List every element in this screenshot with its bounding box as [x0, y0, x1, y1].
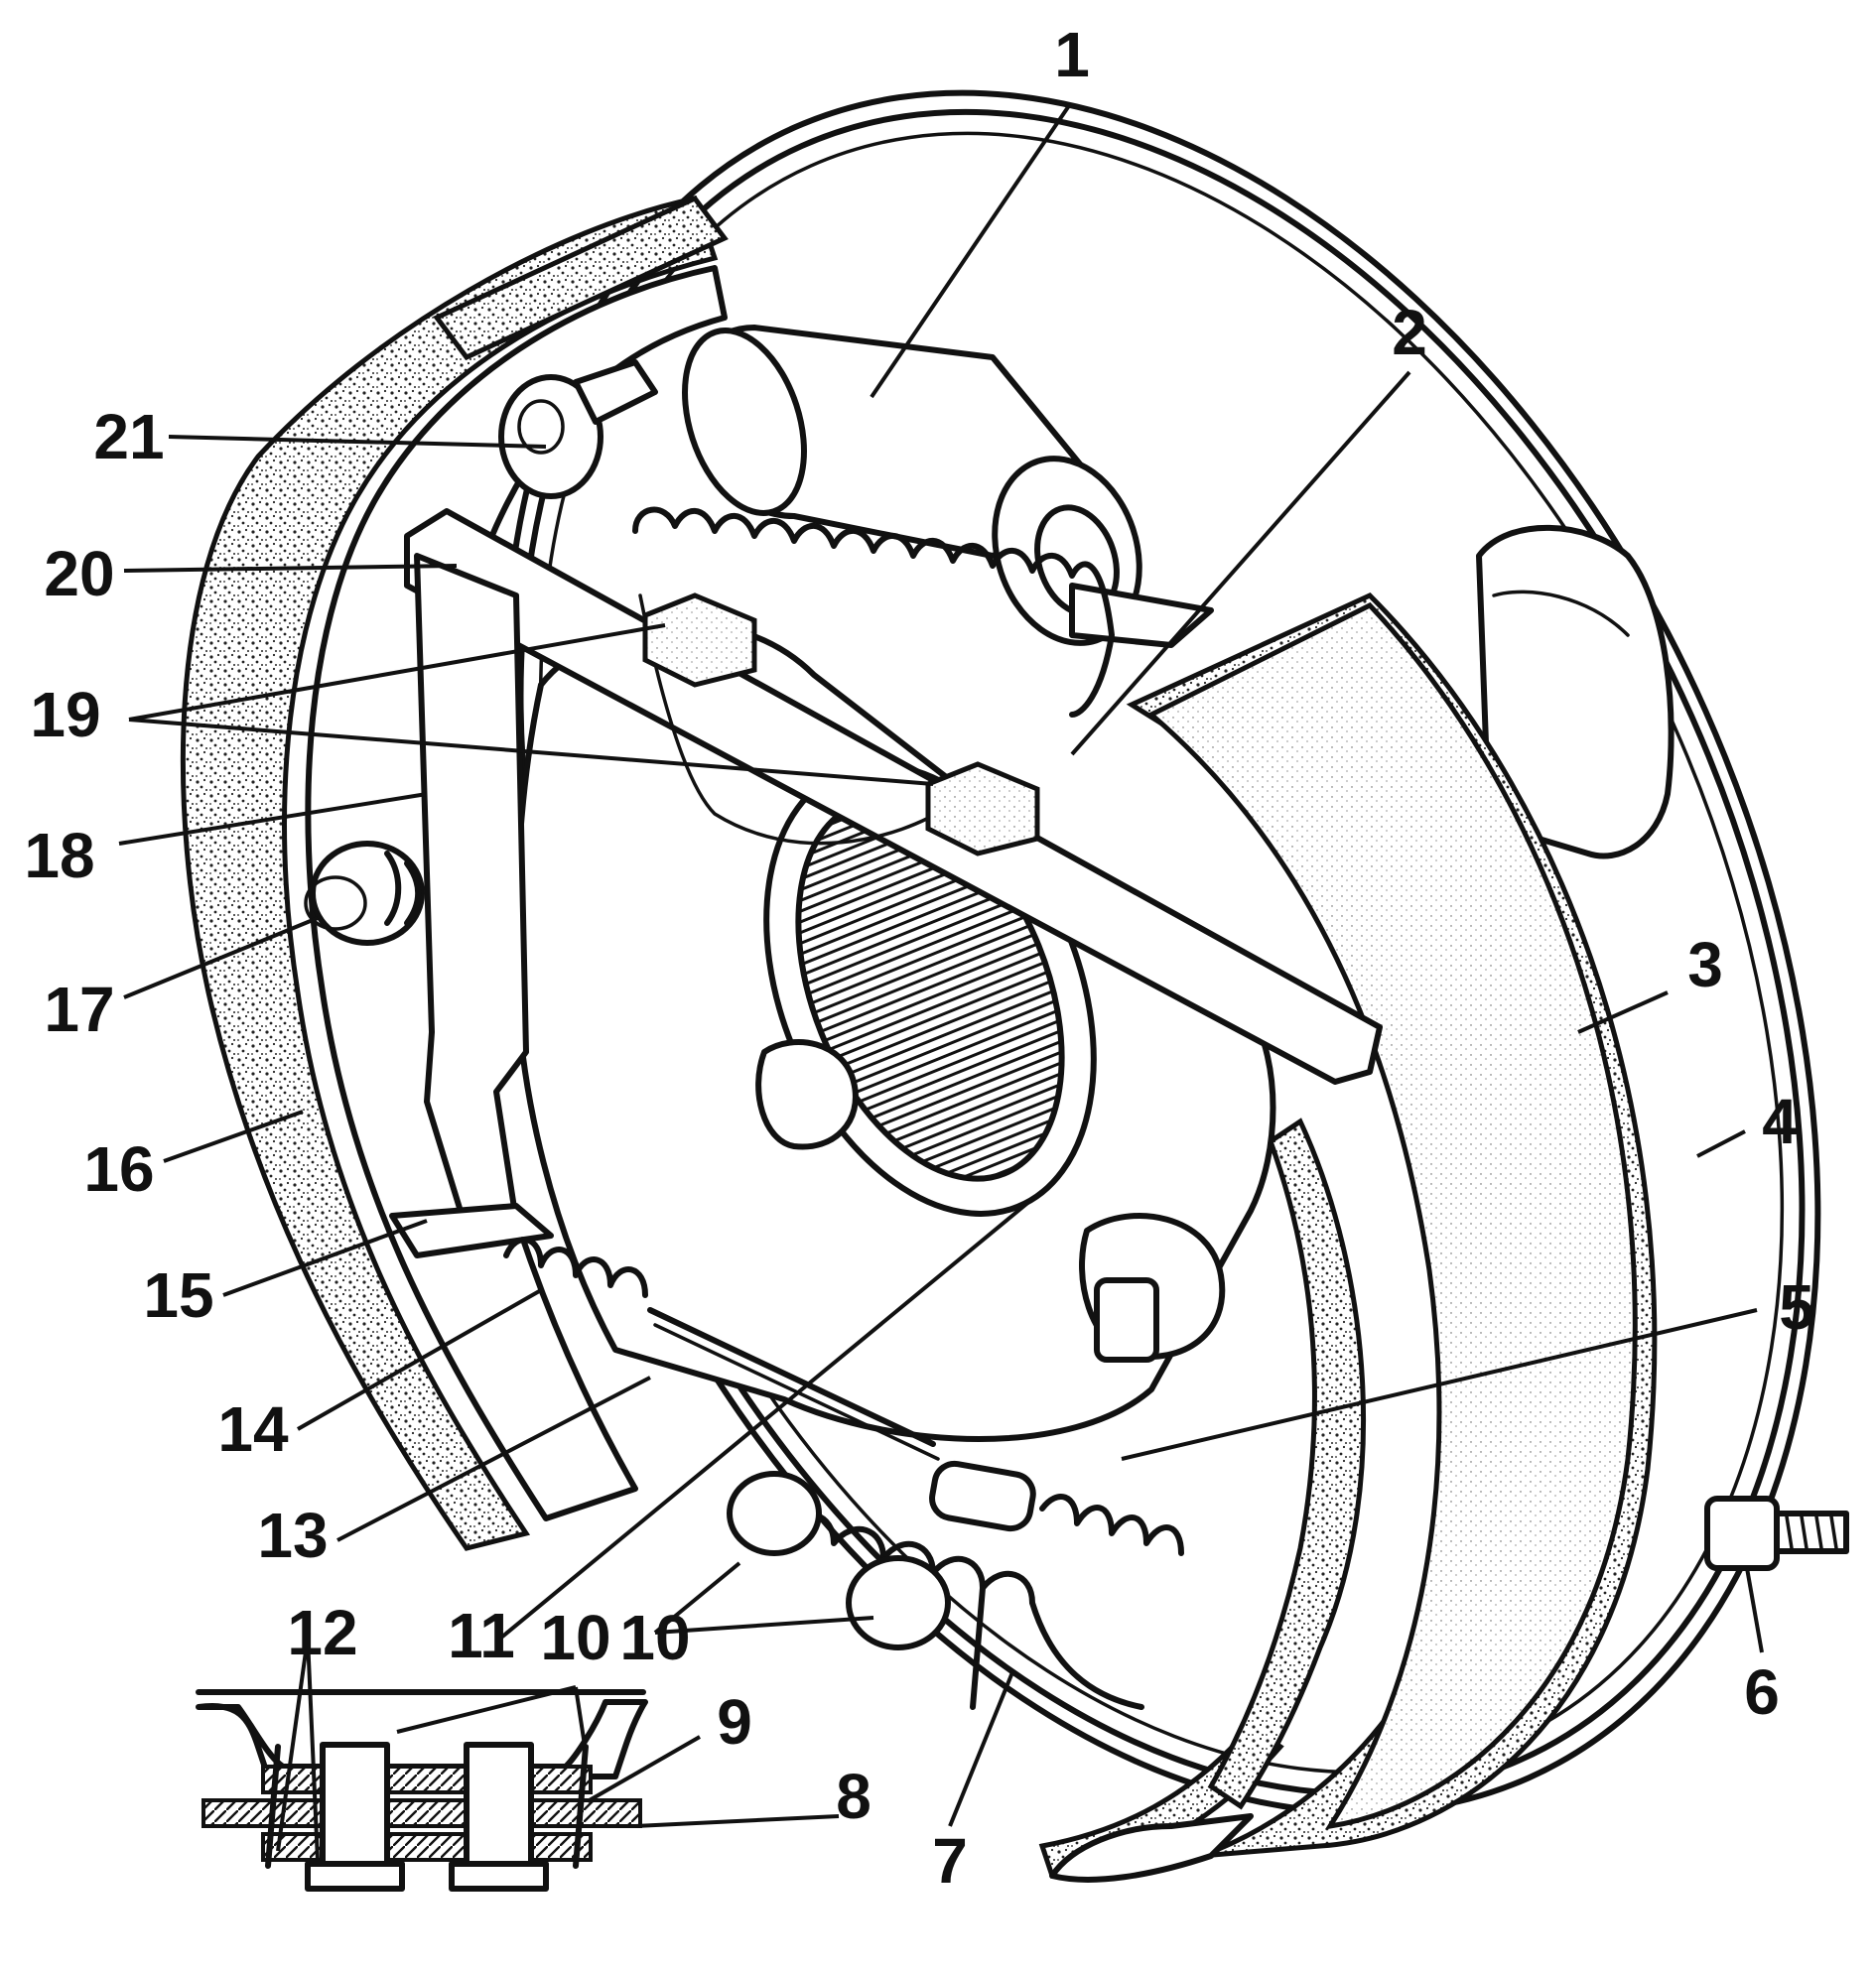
callout-20: 20	[44, 538, 115, 609]
callout-15: 15	[143, 1259, 214, 1331]
rivets	[727, 1471, 951, 1650]
callout-18: 18	[24, 820, 95, 891]
adjuster-eccentric	[498, 359, 658, 499]
stud-bolt	[1704, 1496, 1849, 1571]
lower-spring-and-cable	[503, 1237, 1184, 1556]
callout-13: 13	[257, 1500, 329, 1571]
callout-2: 2	[1392, 297, 1427, 368]
mounting-bolts	[755, 1039, 1226, 1363]
callout-8: 8	[836, 1761, 871, 1832]
parking-brake-lever	[389, 553, 554, 1258]
callout-1: 1	[1054, 19, 1090, 90]
shoe-hold-down-pin	[304, 841, 425, 946]
callout-9: 9	[717, 1686, 752, 1758]
guide-plates	[642, 592, 1040, 856]
callout-12: 12	[287, 1597, 358, 1668]
callout-10-section: 10	[540, 1602, 611, 1673]
callout-17: 17	[44, 974, 115, 1045]
wheel-hub-boss	[1476, 524, 1675, 859]
callout-11: 11	[448, 1600, 515, 1671]
callout-3: 3	[1687, 929, 1723, 1000]
right-brake-shoe	[1126, 592, 1658, 1859]
callout-21: 21	[93, 401, 165, 472]
callout-7: 7	[932, 1825, 968, 1897]
callout-10-rivets: 10	[619, 1602, 691, 1673]
rivet-cross-section-inset	[196, 1689, 648, 1892]
callout-16: 16	[83, 1133, 155, 1205]
callout-6: 6	[1744, 1656, 1780, 1728]
leader-lines	[118, 102, 1764, 1862]
callout-4: 4	[1762, 1086, 1798, 1157]
callout-14: 14	[217, 1393, 289, 1465]
callout-19: 19	[30, 679, 101, 750]
right-shoe-rib	[1207, 1118, 1367, 1810]
callout-5: 5	[1779, 1271, 1814, 1343]
